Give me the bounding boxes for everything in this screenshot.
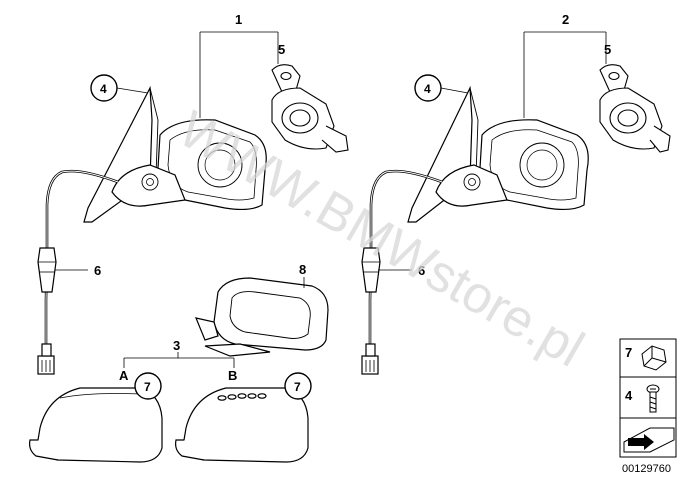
circle-callout-7-a: 7	[134, 372, 162, 400]
cover-cap-a	[29, 387, 163, 463]
callout-6-left: 6	[94, 263, 101, 278]
left-mirror-assembly	[37, 85, 267, 375]
callout-3-bracket	[123, 352, 235, 368]
circle-callout-7-b: 7	[284, 372, 312, 400]
letter-b: B	[228, 368, 237, 383]
circle-callout-4-left: 4	[90, 74, 118, 102]
circle-callout-4-right: 4	[414, 74, 442, 102]
callout-2: 2	[562, 12, 569, 27]
callout-3: 3	[173, 338, 180, 353]
legend-panel: 7 4	[619, 338, 677, 458]
mirror-frame-part-8	[195, 277, 329, 357]
right-mirror-assembly	[361, 85, 589, 375]
left-mirror-motor	[271, 64, 349, 153]
screw-icon	[646, 384, 660, 413]
callout-1: 1	[235, 12, 242, 27]
svg-text:7: 7	[144, 380, 151, 394]
legend-item-7: 7	[625, 345, 632, 360]
callout-5-right: 5	[604, 42, 611, 57]
callout-8: 8	[299, 262, 306, 277]
svg-text:7: 7	[294, 380, 301, 394]
svg-text:4: 4	[424, 82, 431, 96]
callout-6-right: 6	[418, 263, 425, 278]
right-callout-lines	[378, 31, 607, 271]
cover-cap-b	[175, 387, 309, 463]
arrow-icon	[623, 427, 675, 453]
svg-text:4: 4	[100, 82, 107, 96]
legend-item-4: 4	[625, 388, 633, 403]
callout-5-left: 5	[278, 42, 285, 57]
letter-a: A	[119, 368, 129, 383]
clip-icon	[641, 345, 667, 371]
left-callout-lines	[55, 31, 279, 271]
right-mirror-motor	[599, 64, 671, 153]
reference-number: 00129760	[622, 463, 671, 475]
